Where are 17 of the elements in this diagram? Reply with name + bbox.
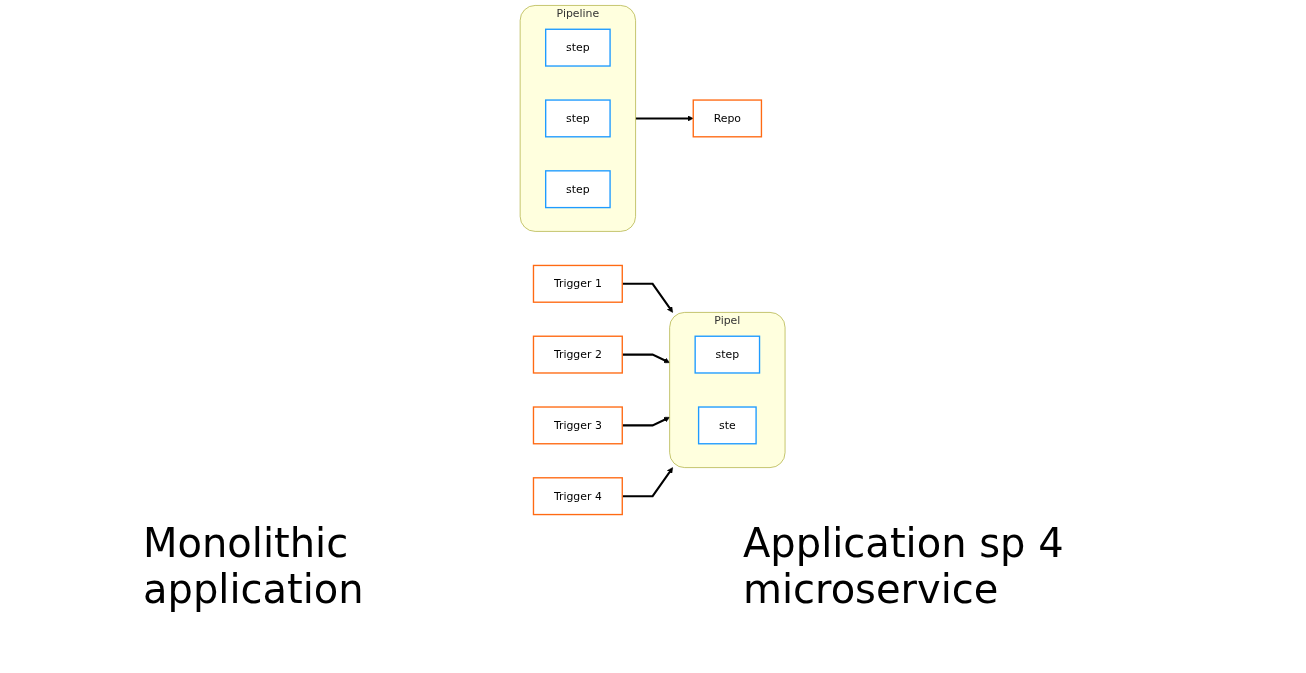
diagram-caption: Monolithic application (143, 520, 365, 612)
node-box: step (545, 99, 612, 138)
arrow (622, 353, 671, 364)
diagram-caption: Application sp 4 microservice (743, 520, 1065, 612)
arrow (622, 416, 671, 427)
node-box: Trigger 3 (533, 406, 624, 445)
arrow (636, 115, 694, 122)
node-box: step (545, 170, 612, 209)
node-box: Repo (692, 99, 763, 138)
node-box: ste (698, 406, 758, 445)
node-box: step (545, 28, 612, 67)
node-box: Trigger 4 (533, 477, 624, 516)
node-box: Trigger 2 (533, 335, 624, 374)
node-box: step (694, 335, 761, 374)
arrow (622, 282, 674, 313)
node-box: Trigger 1 (533, 264, 624, 303)
arrow (622, 467, 674, 498)
